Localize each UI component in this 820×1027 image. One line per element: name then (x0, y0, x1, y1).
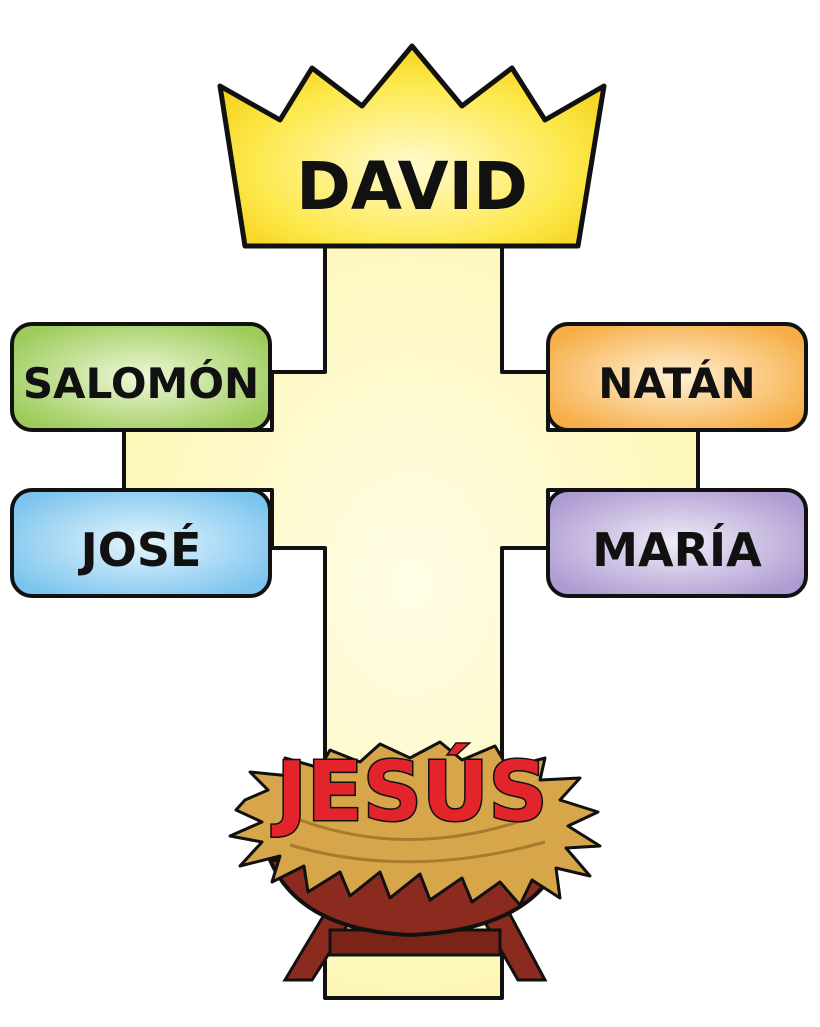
crown-icon (217, 43, 607, 249)
node-natan-box (546, 322, 808, 432)
node-maria-box (546, 488, 808, 598)
node-jesus: JESÚS (271, 743, 547, 840)
node-salomon: SALOMÓN (23, 358, 259, 408)
node-maria: MARÍA (592, 523, 762, 577)
node-david: DAVID (296, 148, 528, 225)
node-natan: NATÁN (598, 358, 755, 408)
manger-icon (228, 740, 602, 982)
node-jose-box (10, 488, 272, 598)
node-jose: JOSÉ (78, 523, 202, 577)
node-salomon-box (10, 322, 272, 432)
